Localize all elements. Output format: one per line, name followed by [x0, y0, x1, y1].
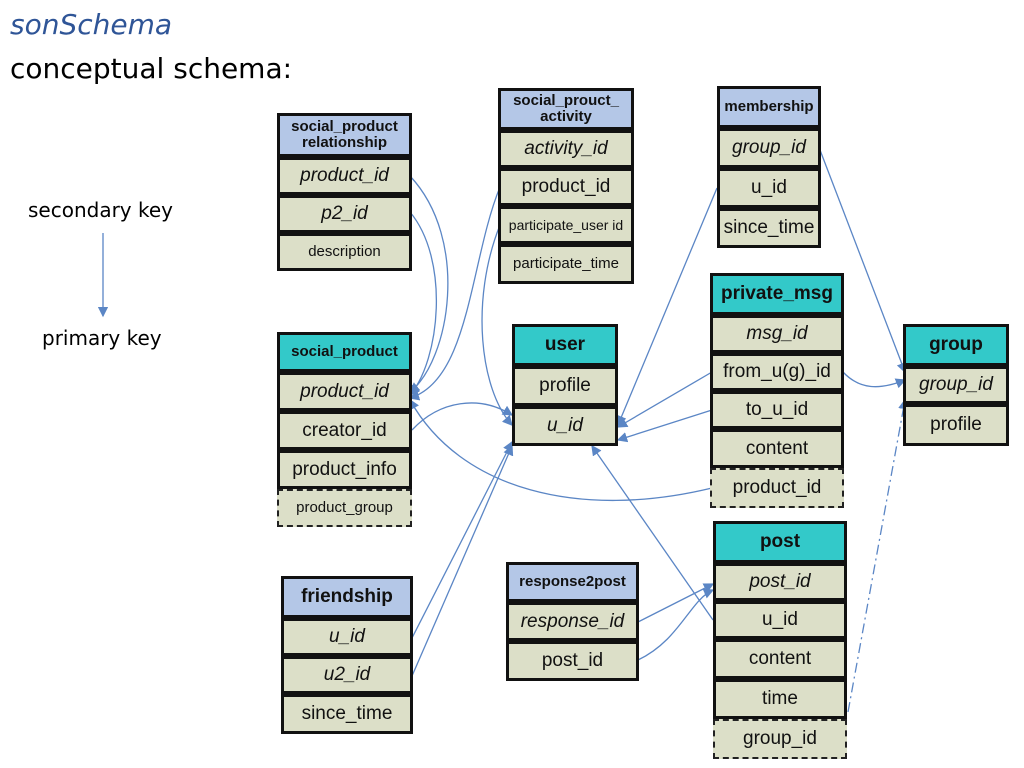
edge-pm-group — [842, 371, 907, 389]
edge-friendship-u — [411, 440, 513, 639]
edge-pm-from — [616, 371, 713, 428]
table-row: profile — [903, 404, 1009, 446]
table-header: response2post — [506, 562, 639, 602]
table-header: private_msg — [710, 273, 844, 315]
edge-spr-p2 — [409, 211, 438, 396]
table-row: content — [710, 429, 844, 468]
slide-subtitle: conceptual schema: — [10, 52, 293, 85]
table-row: product_group — [277, 489, 412, 527]
edge-membership-user — [616, 187, 718, 427]
table-header: membership — [717, 86, 821, 128]
table-row: group_id — [903, 366, 1009, 404]
table-row: product_id — [277, 372, 412, 411]
table-header: social_product relationship — [277, 113, 412, 157]
legend-primary-key: primary key — [42, 326, 162, 350]
table-header: user — [512, 324, 618, 366]
table-row: product_id — [277, 157, 412, 195]
table-row: content — [713, 639, 847, 679]
table-row: profile — [512, 366, 618, 406]
edge-r2p-post — [637, 588, 715, 661]
table-row: msg_id — [710, 315, 844, 353]
table-header: social_prouct_ activity — [498, 88, 634, 130]
table-header: social_product — [277, 332, 412, 372]
table-row: u2_id — [281, 656, 413, 694]
table-row: since_time — [717, 208, 821, 248]
table-row: from_u(g)_id — [710, 353, 844, 391]
table-row: since_time — [281, 694, 413, 734]
edge-membership-group — [819, 149, 907, 374]
table-row: response_id — [506, 602, 639, 641]
table-row: participate_time — [498, 244, 634, 284]
edge-friendship-u2 — [411, 444, 514, 677]
table-row: to_u_id — [710, 391, 844, 429]
table-row: u_id — [717, 168, 821, 208]
table-row: product_id — [498, 168, 634, 206]
table-row: u_id — [281, 618, 413, 656]
table-row: product_id — [710, 468, 844, 508]
edge-r2p-response — [637, 583, 715, 623]
slide-title: sonSchema — [10, 8, 173, 41]
table-row: u_id — [713, 601, 847, 639]
legend-secondary-key: secondary key — [28, 198, 174, 222]
table-row: group_id — [717, 128, 821, 168]
table-row: activity_id — [498, 130, 634, 168]
edge-sp-creator — [411, 402, 514, 431]
table-row: p2_id — [277, 195, 412, 233]
table-header: friendship — [281, 576, 413, 618]
edge-pm-product — [409, 398, 713, 502]
table-row: creator_id — [277, 411, 412, 450]
table-row: post_id — [506, 641, 639, 681]
table-header: post — [713, 521, 847, 563]
edge-spa-product — [408, 186, 501, 401]
edge-post-group — [847, 398, 909, 713]
table-row: participate_user id — [498, 206, 634, 244]
table-row: group_id — [713, 719, 847, 759]
edge-pm-to — [616, 409, 713, 443]
edge-post-user — [591, 444, 714, 621]
table-row: product_info — [277, 450, 412, 489]
table-row: post_id — [713, 563, 847, 601]
table-row: u_id — [512, 406, 618, 446]
table-row: time — [713, 679, 847, 719]
table-row: description — [277, 233, 412, 271]
edge-spr-product — [408, 175, 449, 393]
table-header: group — [903, 324, 1009, 366]
